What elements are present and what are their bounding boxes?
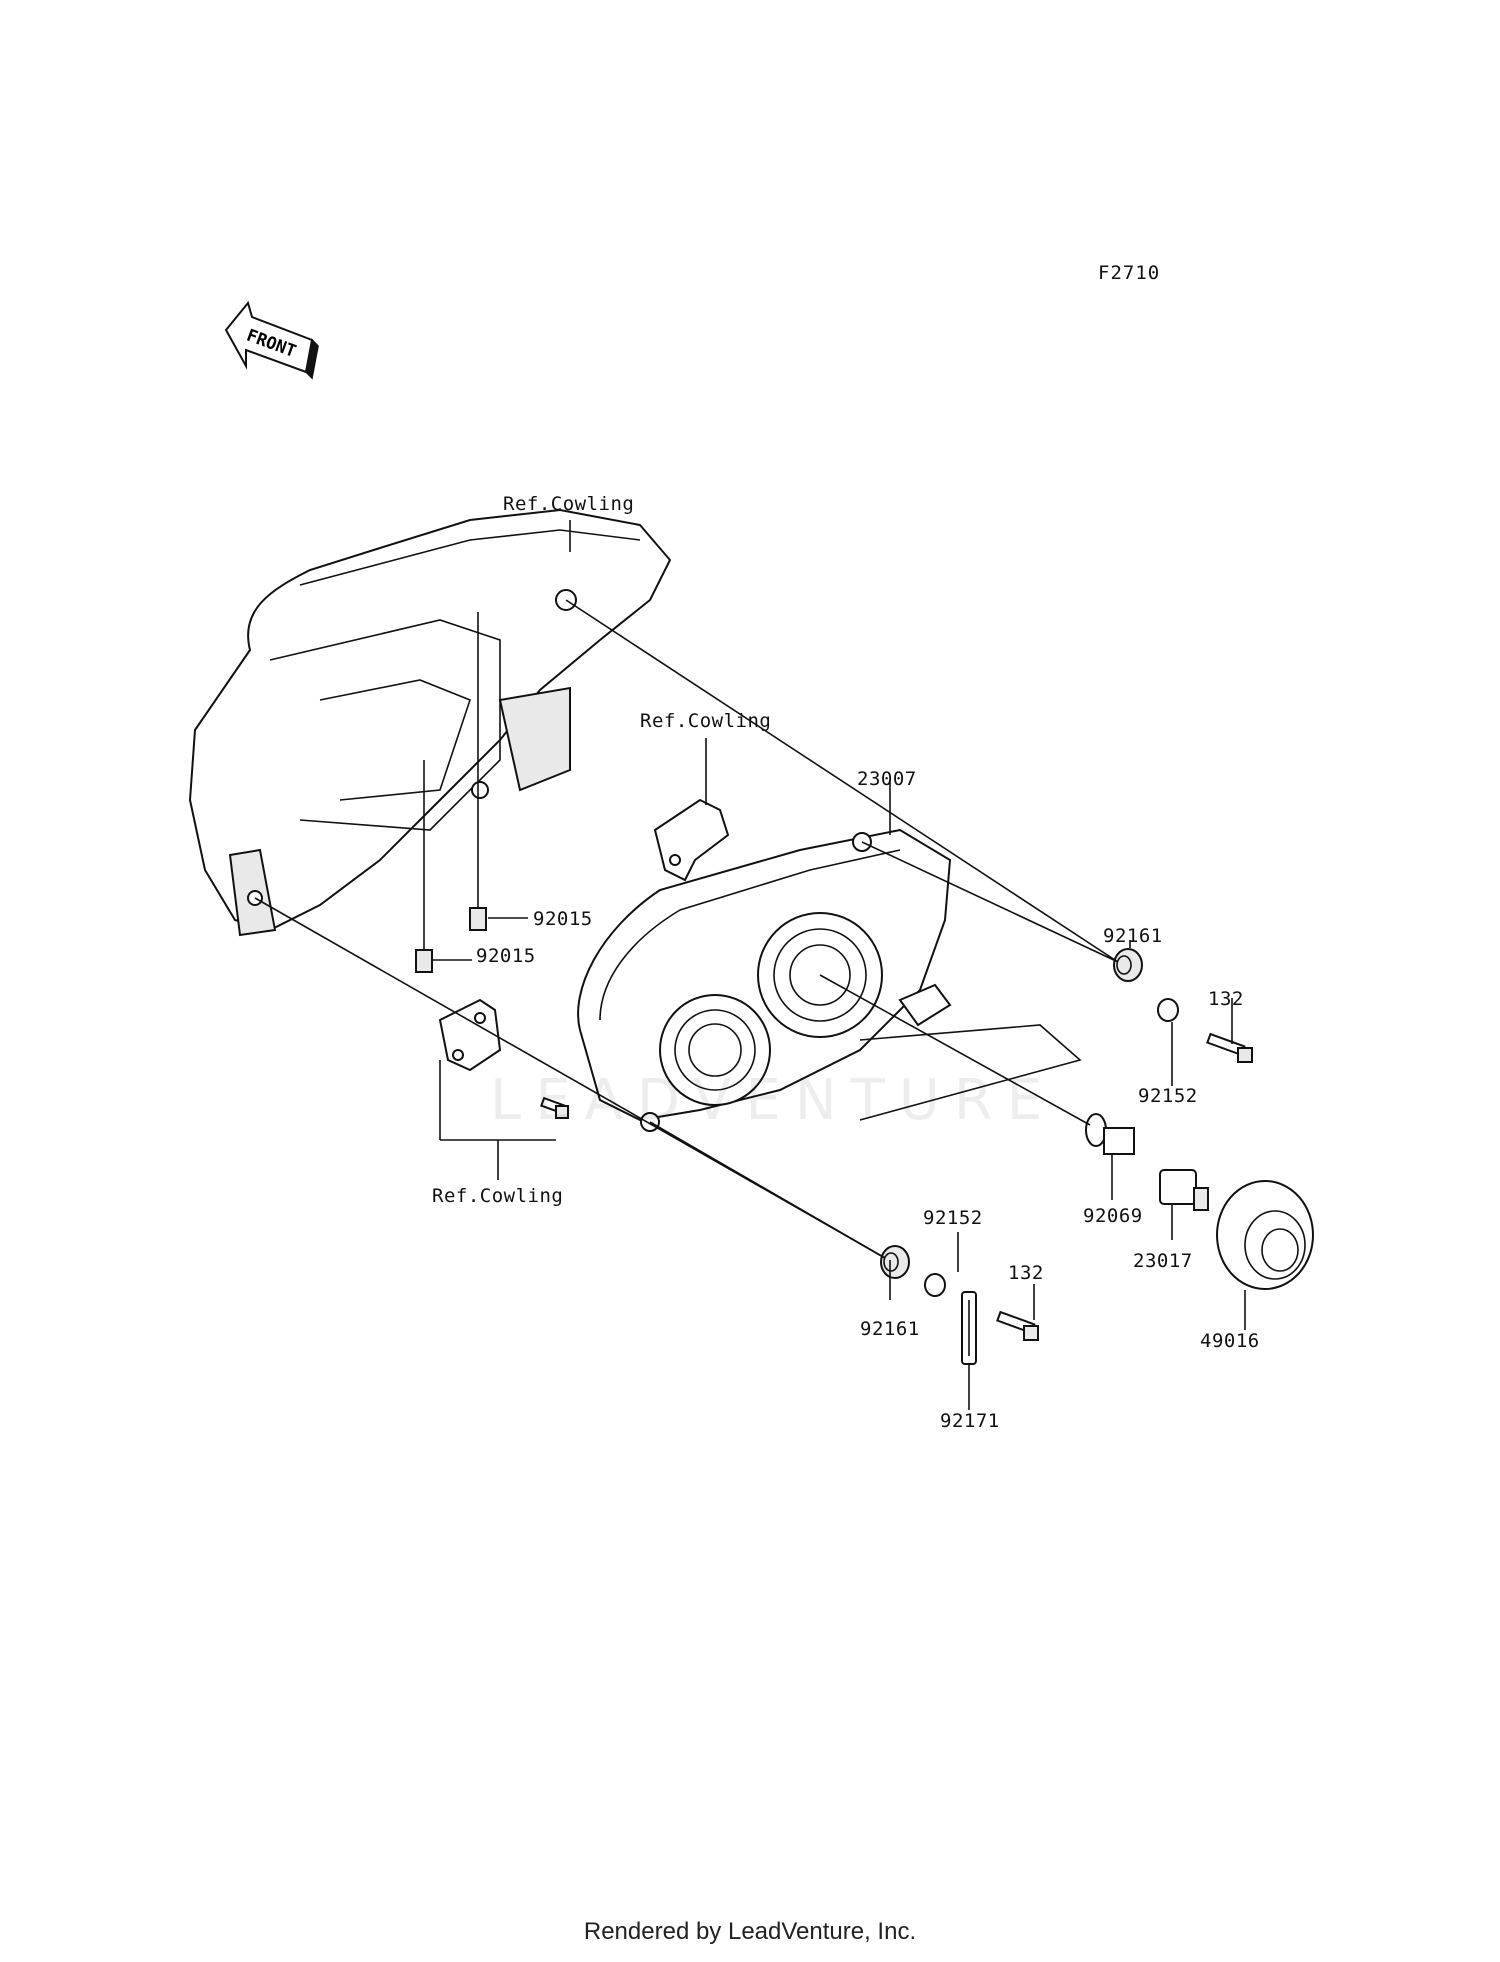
label-part-23007[interactable]: 23007 bbox=[857, 768, 917, 790]
clip-nut-upper bbox=[469, 907, 487, 931]
cowling-bracket-lower bbox=[438, 998, 502, 1072]
collar-upper-icon bbox=[1157, 998, 1179, 1022]
bolt-upper-icon bbox=[1206, 1032, 1253, 1063]
collar-lower-icon bbox=[924, 1273, 946, 1297]
label-ref-cowling-bottom[interactable]: Ref.Cowling bbox=[432, 1185, 564, 1207]
bolt-bracket-icon bbox=[540, 1096, 569, 1119]
label-part-23017[interactable]: 23017 bbox=[1133, 1250, 1193, 1272]
front-arrow-icon: FRONT bbox=[224, 300, 319, 380]
label-part-92171[interactable]: 92171 bbox=[940, 1410, 1000, 1432]
label-part-132-upper[interactable]: 132 bbox=[1208, 988, 1244, 1010]
figure-code: F2710 bbox=[1098, 262, 1161, 284]
footer-credit: Rendered by LeadVenture, Inc. bbox=[583, 1918, 917, 1945]
label-part-49016[interactable]: 49016 bbox=[1200, 1330, 1260, 1352]
label-part-92069[interactable]: 92069 bbox=[1083, 1205, 1143, 1227]
leader-lines bbox=[254, 520, 1246, 1410]
headlight-assembly bbox=[577, 828, 952, 1132]
label-ref-cowling-top[interactable]: Ref.Cowling bbox=[503, 493, 635, 515]
clip-nut-lower bbox=[415, 949, 433, 973]
label-part-92152-upper[interactable]: 92152 bbox=[1138, 1085, 1198, 1107]
bulb-icon bbox=[1085, 1113, 1135, 1155]
label-ref-cowling-mid[interactable]: Ref.Cowling bbox=[640, 710, 772, 732]
label-part-92161-upper[interactable]: 92161 bbox=[1103, 925, 1163, 947]
grommet-upper-icon bbox=[1113, 948, 1143, 982]
strap-icon bbox=[961, 1291, 977, 1365]
label-part-92161-lower[interactable]: 92161 bbox=[860, 1318, 920, 1340]
dust-cover-icon bbox=[1216, 1180, 1314, 1290]
label-part-92015-lower[interactable]: 92015 bbox=[476, 945, 536, 967]
label-part-132-lower[interactable]: 132 bbox=[1008, 1262, 1044, 1284]
socket-icon bbox=[1159, 1169, 1209, 1211]
grommet-lower-icon bbox=[880, 1245, 910, 1279]
label-part-92015-upper[interactable]: 92015 bbox=[533, 908, 593, 930]
label-part-92152-lower[interactable]: 92152 bbox=[923, 1207, 983, 1229]
watermark: LEADVENTURE bbox=[490, 1068, 1057, 1133]
inner-cowling bbox=[188, 508, 672, 937]
cowling-bracket-mid bbox=[653, 798, 730, 882]
bolt-lower-icon bbox=[996, 1310, 1039, 1341]
